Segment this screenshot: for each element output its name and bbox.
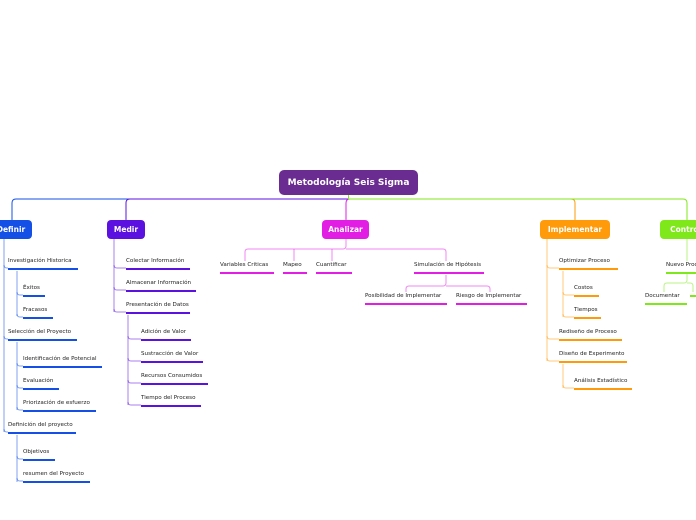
topic-exitos[interactable]: Éxitos — [23, 284, 45, 297]
connector-medir — [125, 195, 350, 220]
connector — [127, 401, 141, 406]
connector — [3, 335, 8, 340]
connector — [127, 379, 141, 384]
topic-sustraccion-valor[interactable]: Sustracción de Valor — [141, 350, 203, 363]
topic-diseno-experimento[interactable]: Diseño de Experimento — [559, 350, 627, 363]
connector — [546, 357, 559, 362]
connector-controlar — [348, 195, 688, 220]
topic-documentar[interactable]: Documentar — [645, 292, 687, 305]
branch-analizar[interactable]: Analizar — [322, 220, 369, 239]
connector — [16, 313, 23, 318]
topic-analisis-estadistico[interactable]: Análisis Estadístico — [574, 377, 632, 390]
topic-adicion-valor[interactable]: Adición de Valor — [141, 328, 191, 341]
topic-investigacion-historica[interactable]: Investigación Historica — [8, 257, 78, 270]
topic-mapeo[interactable]: Mapeo — [283, 261, 307, 274]
connector — [663, 274, 688, 292]
connector — [405, 275, 447, 292]
branch-medir[interactable]: Medir — [107, 220, 145, 239]
topic-evaluacion[interactable]: Evaluación — [23, 377, 59, 390]
connector — [16, 291, 23, 296]
connector — [446, 285, 491, 292]
topic-fracasos[interactable]: Fracasos — [23, 306, 53, 319]
connector — [16, 362, 23, 367]
connector — [244, 239, 347, 261]
topic-identificacion-potencial[interactable]: Identificación de Potencial — [23, 355, 102, 368]
connector — [127, 357, 141, 362]
connector — [562, 313, 574, 318]
connector — [3, 428, 8, 433]
topic-colectar-informacion[interactable]: Colectar Información — [126, 257, 190, 270]
topic-rediseno-proceso[interactable]: Rediseño de Proceso — [559, 328, 622, 341]
connector — [16, 455, 23, 460]
connector — [113, 286, 126, 291]
topic-optimizar-proceso[interactable]: Optimizar Proceso — [559, 257, 618, 270]
connector — [562, 384, 574, 389]
connector — [16, 406, 23, 411]
connector — [16, 384, 23, 389]
topic-priorizacion-esfuerzo[interactable]: Priorización de esfuerzo — [23, 399, 96, 412]
connector — [546, 335, 559, 340]
topic-unlabeled[interactable] — [690, 292, 696, 297]
branch-implementar[interactable]: Implementar — [540, 220, 610, 239]
topic-costos[interactable]: Costos — [574, 284, 599, 297]
topic-cuantificar[interactable]: Cuantificar — [316, 261, 352, 274]
connector — [562, 291, 574, 296]
connector — [113, 264, 126, 269]
topic-seleccion-proyecto[interactable]: Selección del Proyecto — [8, 328, 77, 341]
topic-riesgo-implementar[interactable]: Riesgo de Implementar — [456, 292, 527, 305]
topic-nuevo-proceso[interactable]: Nuevo Proceso — [666, 261, 696, 274]
branch-definir[interactable]: Definir — [0, 220, 32, 239]
connector — [127, 335, 141, 340]
branch-controlar[interactable]: Controlar — [660, 220, 696, 239]
connector — [3, 264, 8, 269]
topic-presentacion-datos[interactable]: Presentación de Datos — [126, 301, 190, 314]
topic-objetivos[interactable]: Objetivos — [23, 448, 55, 461]
topic-simulacion-hipotesis[interactable]: Simulación de Hipótesis — [414, 261, 484, 274]
connector — [687, 282, 694, 292]
topic-posibilidad-implementar[interactable]: Posibilidad de Implementar — [365, 292, 447, 305]
topic-tiempo-proceso[interactable]: Tiempo del Proceso — [141, 394, 201, 407]
topic-resumen-proyecto[interactable]: resumen del Proyecto — [23, 470, 90, 483]
connector — [16, 477, 23, 482]
connector — [546, 264, 559, 269]
topic-recursos-consumidos[interactable]: Recursos Consumidos — [141, 372, 208, 385]
topic-variables-criticas[interactable]: Variables Criticas — [220, 261, 274, 274]
topic-almacenar-informacion[interactable]: Almacenar Información — [126, 279, 196, 292]
topic-definicion-proyecto[interactable]: Definición del proyecto — [8, 421, 76, 434]
root-node[interactable]: Metodología Seis Sigma — [279, 170, 418, 195]
connector — [113, 308, 126, 313]
topic-tiempos[interactable]: Tiempos — [574, 306, 601, 319]
connector — [346, 248, 447, 261]
